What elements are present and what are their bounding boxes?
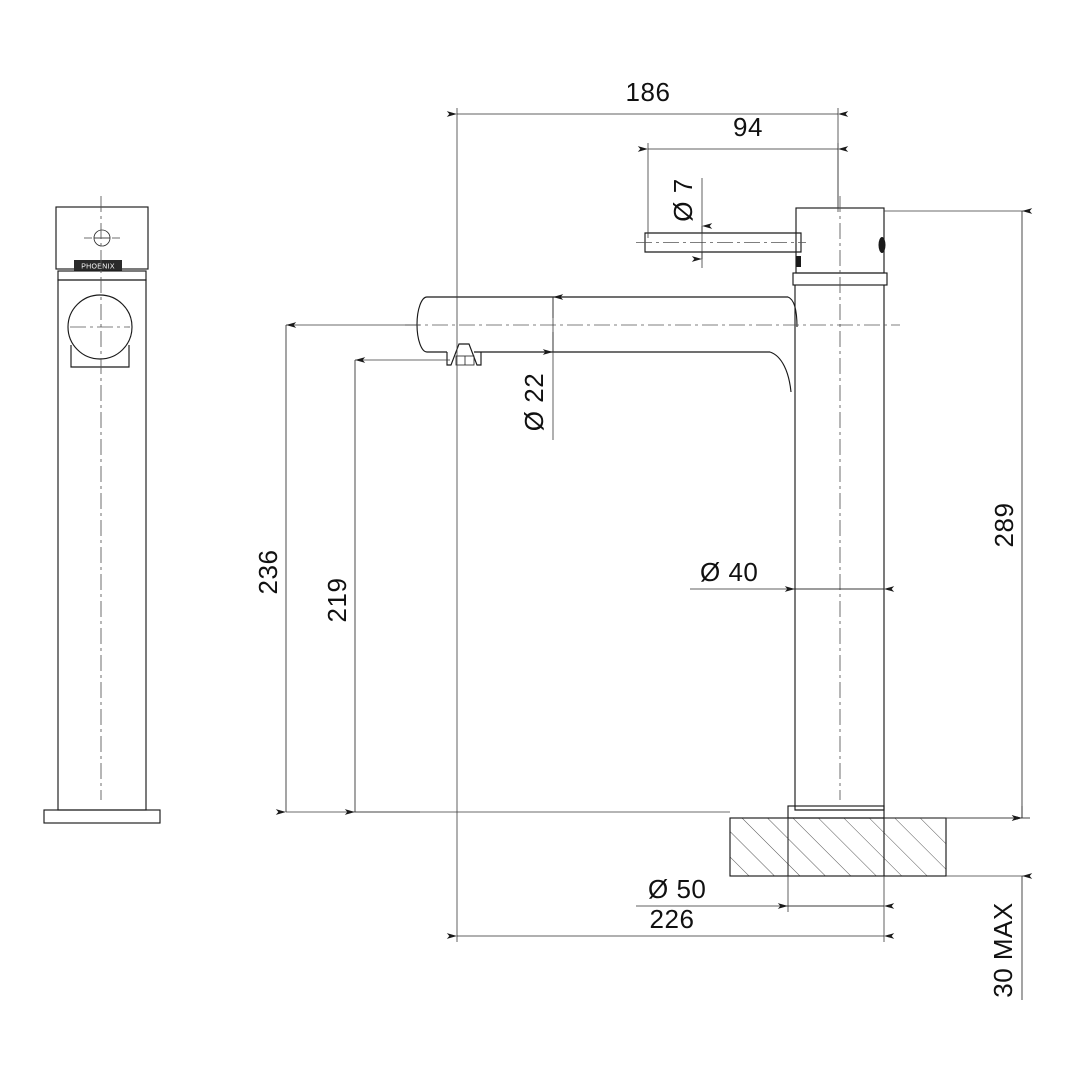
dimension-dia-40: Ø 40	[690, 557, 895, 592]
dimension-226: 226	[446, 332, 895, 942]
side-view-housing-nub-right	[878, 237, 886, 253]
dimension-236-label: 236	[253, 550, 283, 595]
dimension-219-label: 219	[322, 578, 352, 623]
dimension-94: 94	[637, 112, 849, 238]
dimension-219: 219	[322, 357, 450, 815]
mounting-surface-hatch	[730, 818, 946, 876]
side-view-spout-cap	[416, 296, 428, 353]
mounting-surface-outline	[729, 817, 947, 877]
dimension-dia-50: Ø 50	[636, 818, 895, 912]
side-view-housing-nub-left	[796, 256, 801, 267]
dimension-186: 186	[446, 77, 849, 332]
brand-logo-plate	[74, 260, 122, 271]
dimension-dia-22: Ø 22	[519, 294, 564, 440]
side-view-spout-elbow-bottom	[769, 351, 792, 393]
dimension-289: 289	[884, 208, 1033, 821]
dimension-dia-22-label: Ø 22	[519, 373, 549, 431]
front-view-base-flange	[43, 809, 161, 824]
dimension-30-max: 30 MAX	[946, 806, 1033, 1000]
front-view: PHOENIX	[43, 196, 161, 824]
dimension-dia-50-label: Ø 50	[648, 874, 706, 904]
dimension-dia-40-label: Ø 40	[700, 557, 758, 587]
front-view-outlet	[70, 345, 130, 368]
dimension-226-label: 226	[650, 904, 695, 934]
side-view-spout-elbow-top	[787, 296, 798, 328]
dimension-30-max-label: 30 MAX	[988, 902, 1018, 998]
side-view-aerator	[446, 343, 482, 366]
brand-logo-text: PHOENIX	[81, 264, 115, 271]
side-view-column	[794, 285, 885, 811]
dimension-dia-7-label: Ø 7	[668, 178, 698, 221]
front-view-spout-circle	[67, 294, 133, 360]
side-view-lever-rod	[644, 232, 802, 253]
dimension-289-label: 289	[989, 503, 1019, 548]
dimension-94-label: 94	[733, 112, 763, 142]
dimension-186-label: 186	[626, 77, 671, 107]
dimension-dia-7: Ø 7	[668, 178, 713, 268]
